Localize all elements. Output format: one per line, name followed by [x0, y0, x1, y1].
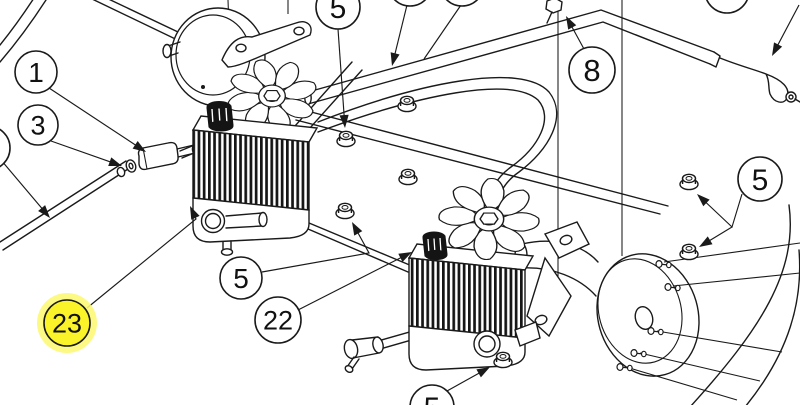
callout-circle: [43, 299, 91, 347]
left-filler-cap: [206, 101, 234, 132]
callout-partial-left[interactable]: [0, 126, 11, 170]
leader-line: [423, 4, 462, 60]
leader-line: [337, 28, 345, 118]
leader-line: [570, 24, 585, 50]
callout-number: 5: [233, 263, 249, 294]
right-cooling-fan: [435, 175, 543, 263]
callout-circle: [254, 296, 302, 344]
front-tire-arc: [0, 0, 47, 63]
flange-nut-icon: [679, 173, 699, 191]
leader-lines: [0, 4, 800, 392]
arrowhead-icon: [132, 140, 146, 152]
callout-3[interactable]: 3: [17, 104, 59, 146]
arrowhead-icon: [772, 42, 783, 56]
leader-line: [0, 159, 44, 211]
frame-rail: [295, 107, 669, 215]
callout-partial-a[interactable]: [388, 0, 432, 7]
arrowhead-icon: [352, 222, 363, 236]
leader-line: [86, 215, 197, 309]
flange-nut-icon: [493, 351, 513, 369]
right-pump-fins: [408, 257, 526, 339]
vertical-frame-lines: [227, 0, 623, 310]
left-mount-bracket: [221, 21, 312, 68]
callout-number: 8: [583, 53, 600, 88]
callout-number: 23: [52, 309, 82, 339]
callout-circle: [409, 384, 455, 405]
callout-partial-b[interactable]: [440, 0, 484, 7]
callout-5-mid[interactable]: 5: [219, 256, 263, 300]
callout-circle: [0, 128, 11, 168]
callout-circle: [14, 50, 58, 94]
callout-circle: [568, 46, 616, 94]
leader-line: [393, 4, 408, 57]
flange-nut-icon: [336, 130, 356, 148]
arrowhead-icon: [398, 252, 412, 262]
flange-nut-icon: [398, 168, 418, 186]
flange-nut-icon: [679, 243, 699, 261]
callout-5-top[interactable]: 5: [315, 0, 361, 30]
leader-line: [707, 226, 733, 243]
left-pump-fins: [192, 129, 310, 211]
rod-end: [343, 338, 359, 360]
arrowhead-icon: [108, 157, 122, 167]
rear-wheel-arc: [690, 204, 791, 405]
frame-and-lines: [0, 0, 800, 310]
arrowhead-icon: [476, 367, 490, 378]
callout-number: 1: [28, 57, 44, 88]
callout-circle: [219, 256, 263, 300]
leader-line: [261, 230, 370, 273]
arrowhead-icon: [190, 206, 200, 220]
leader-line: [446, 371, 482, 392]
flange-nut-icon: [397, 95, 417, 113]
left-transaxle: [162, 7, 319, 256]
arrowhead-icon: [38, 205, 50, 218]
leader-line: [704, 193, 743, 229]
callout-8[interactable]: 8: [568, 46, 616, 94]
callout-number: 5: [752, 164, 769, 197]
arrowhead-icon: [339, 114, 349, 128]
arrowhead-icon: [566, 16, 577, 30]
callout-5-bottom[interactable]: 5: [409, 384, 455, 405]
leader-line: [45, 85, 138, 147]
callout-5-right[interactable]: 5: [737, 156, 783, 202]
fan-hub-nut: [479, 212, 499, 225]
jam-nut: [116, 166, 126, 178]
callout-number: 5: [424, 392, 441, 405]
left-cooling-fan: [227, 59, 317, 133]
hydraulic-hose: [317, 76, 558, 209]
left-pump-base: [192, 197, 310, 243]
callout-number: 5: [330, 0, 347, 25]
callout-22[interactable]: 22: [254, 296, 302, 344]
callout-balloons: 1 3 5 8 5 5 22 23 5: [0, 0, 783, 405]
arrowhead-icon: [390, 52, 400, 66]
arrowhead-icon: [699, 236, 713, 247]
leader-line: [776, 4, 800, 48]
callout-circle: [393, 0, 427, 7]
callout-circle: [17, 104, 59, 146]
callout-circle: [445, 0, 479, 7]
fan-hub-nut: [263, 89, 281, 102]
arrowhead-icon: [697, 194, 710, 207]
callout-partial-c[interactable]: [705, 0, 749, 14]
callout-circle: [706, 0, 748, 14]
right-filler-cap: [422, 231, 448, 261]
brake-rod: [719, 57, 789, 103]
callout-1[interactable]: 1: [14, 50, 58, 94]
frame-tube: [304, 9, 800, 106]
leader-line: [50, 140, 113, 164]
callout-number: 22: [263, 306, 293, 336]
callout-23[interactable]: 23: [37, 293, 97, 353]
right-transaxle: [343, 175, 800, 405]
callout-number: 3: [30, 111, 45, 141]
hex-bolt: [545, 0, 563, 24]
flange-nut-icon: [335, 202, 355, 220]
callout-circle: [315, 0, 361, 30]
linkage-rod: [0, 160, 129, 251]
leader-line: [297, 256, 403, 311]
callout-circle: [737, 156, 783, 202]
hub-bore: [634, 305, 654, 331]
